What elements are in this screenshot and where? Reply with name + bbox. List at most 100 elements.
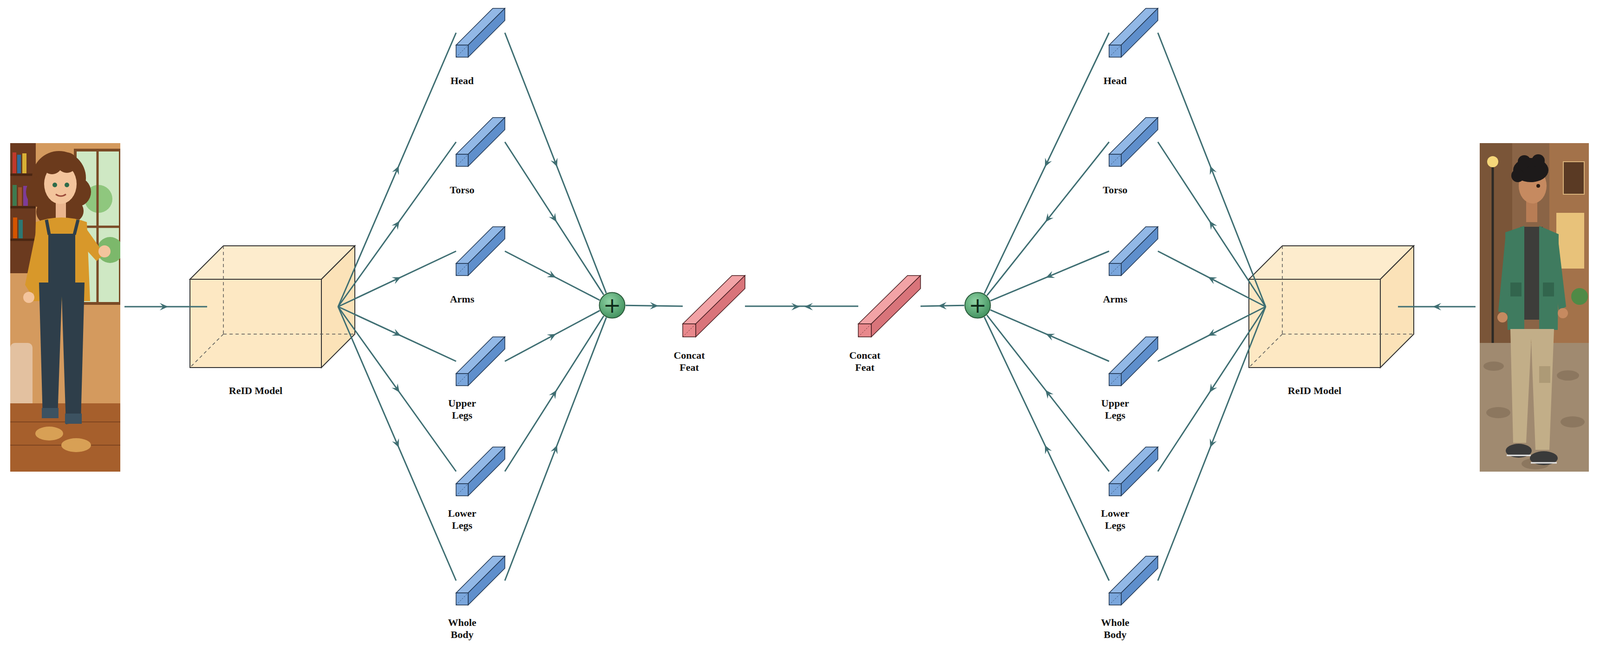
feature-vector: Head [456,8,505,58]
sum-node: + [964,291,992,319]
connector-line [504,310,600,361]
eye [64,182,70,188]
connector [504,310,600,361]
arm [78,224,105,262]
bar-front [858,323,872,337]
cargo-pocket [1539,365,1551,383]
arrowhead [391,383,400,392]
bar-front [456,373,469,386]
bar-side [468,226,505,276]
connector [504,32,607,294]
bar-front [682,323,696,337]
cobble [1486,406,1511,418]
feature-vector-shape [456,226,505,276]
hand [1497,312,1508,323]
hidden-edge [1248,333,1283,368]
bar-side [1121,8,1158,58]
pocket [1542,282,1555,297]
feature-vector: Arms [456,226,505,276]
bar-side [468,336,505,386]
connector-line [1157,306,1266,581]
arrowhead [791,302,800,311]
hair [1531,154,1545,168]
bar-side [695,275,745,337]
hidden-edge [1109,263,1122,276]
armchair [10,342,33,413]
feature-vector-shape [456,555,505,605]
connector [504,251,600,301]
shelf [10,238,36,242]
arrowhead [1044,444,1052,455]
feature-vector: Upper Legs [456,336,505,386]
connector-line [1157,251,1266,307]
node-label: Torso [441,183,484,196]
arrowhead [546,270,556,278]
connector-line [338,306,457,472]
cuff [41,407,59,418]
smile [55,194,66,196]
concat-feature: Concat Feat [682,275,745,337]
connector-line [504,317,607,581]
node-label: + [598,291,626,319]
connector [338,251,457,307]
connector [1157,32,1266,307]
bar-front [1109,45,1122,58]
book [12,184,17,206]
node-label: Upper Legs [441,397,484,422]
arrowhead [550,157,558,167]
connector [1157,251,1266,307]
connector-line [504,251,600,301]
arrowhead [159,302,169,311]
bar-front [456,45,469,58]
arrowhead [938,301,947,310]
feature-vector-shape [456,336,505,386]
arrowhead [546,333,556,342]
connector [338,142,457,307]
feature-vector: Lower Legs [1109,446,1158,496]
feature-vector-shape [1109,555,1158,605]
hidden-edge [1281,245,1283,334]
strap [46,219,50,235]
connector [990,251,1110,301]
connector [920,301,965,310]
node-label: Concat Feat [843,349,886,374]
node-label: Whole Body [441,616,484,641]
arrowhead [1432,302,1442,311]
bar-side [468,446,505,496]
shelf [10,206,36,209]
connector [984,316,1110,581]
connector-line [1157,306,1266,472]
feature-vector: Whole Body [1109,555,1158,605]
cobble [1560,416,1585,428]
connector-line [920,305,965,307]
hidden-edge [456,483,469,496]
bar-side [1121,446,1158,496]
arrowhead [391,328,401,336]
hidden-edge [858,323,872,337]
connector [1157,306,1266,581]
hidden-edge [456,373,469,386]
arrowhead [550,444,558,455]
wall [10,143,121,472]
connector [504,142,604,295]
bar-front [1109,263,1122,276]
connector-line [504,315,604,472]
connector [338,306,457,581]
feature-vector: Lower Legs [456,446,505,496]
hand [98,245,111,258]
feature-vector: Arms [1109,226,1158,276]
feature-vector: Whole Body [456,555,505,605]
overalls-bib [48,233,76,285]
hidden-edge [1282,333,1414,335]
bar-front [456,483,469,496]
connector-line [1157,32,1266,307]
hand [23,291,35,303]
feature-vector-shape [1109,117,1158,167]
plant [1571,287,1588,305]
bar-side [871,275,921,337]
feature-vector-shape [1109,226,1158,276]
shop-sign [1563,161,1585,195]
arrowhead [1045,213,1054,223]
